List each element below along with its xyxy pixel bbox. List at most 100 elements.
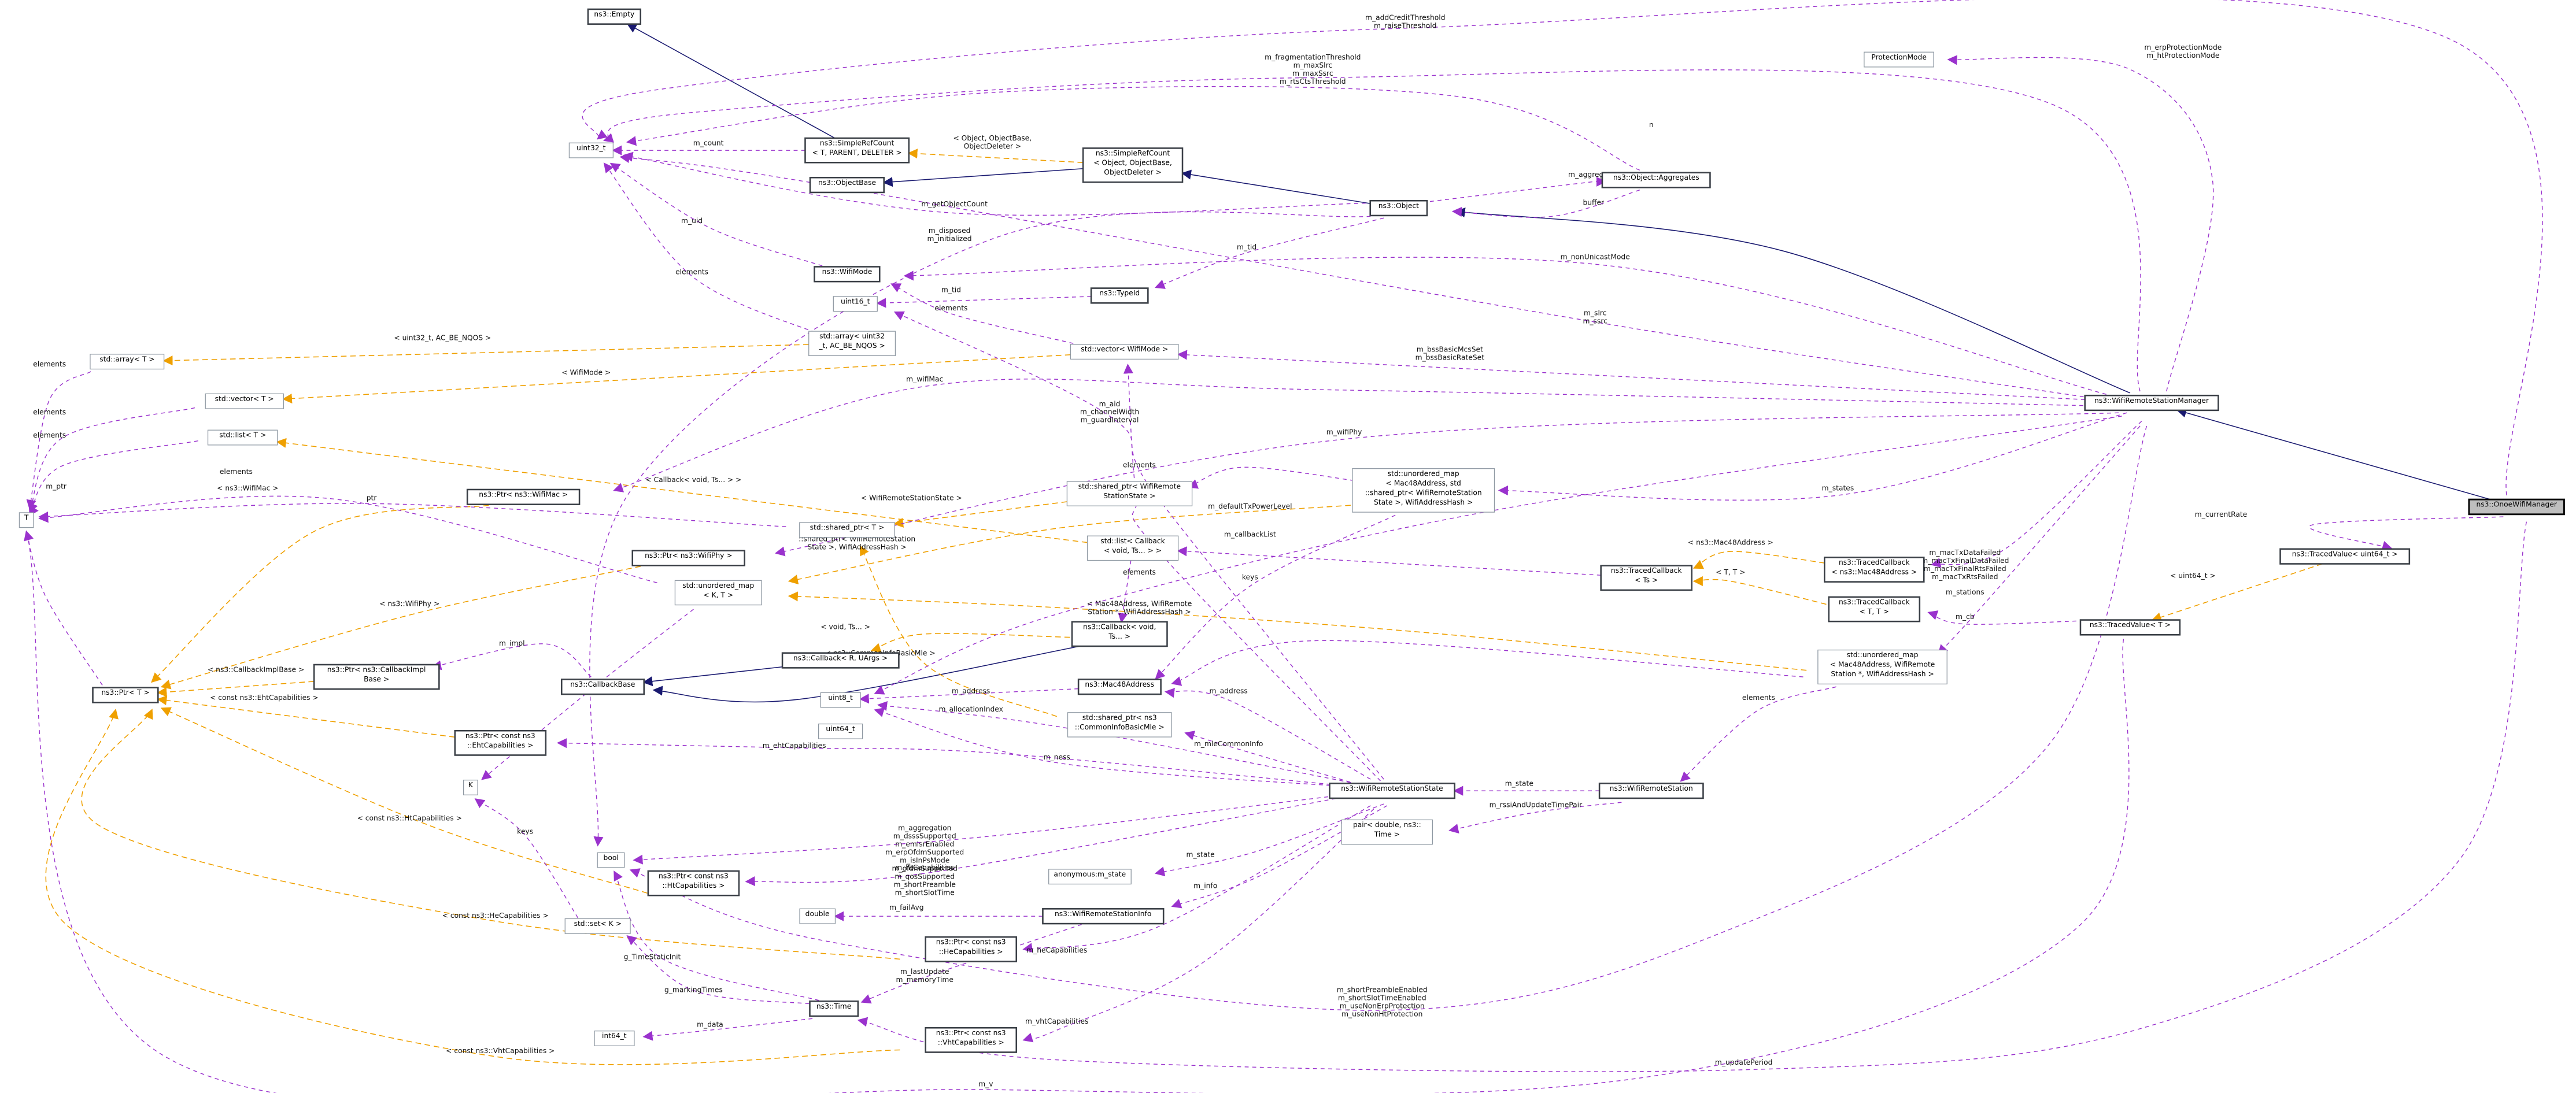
node-pair_dt[interactable]: pair< double, ns3::Time > — [1341, 819, 1433, 845]
node-list_t[interactable]: std::list< T > — [207, 429, 278, 446]
edge-label: < Object, ObjectBase,ObjectDeleter > — [953, 134, 1032, 150]
node-ptr_he[interactable]: ns3::Ptr< const ns3::HeCapabilities > — [925, 936, 1018, 962]
edge-sp_cmn-sp_t — [859, 545, 1057, 717]
node-label: anonymous:m_state — [1054, 870, 1126, 878]
edge-um_wrss-mac48 — [1155, 514, 1396, 680]
node-src2[interactable]: ns3::SimpleRefCount< Object, ObjectBase,… — [1082, 147, 1184, 183]
edge-object-aggregates — [1430, 176, 1610, 202]
edge-label: < ns3::Mac48Address > — [1688, 539, 1773, 547]
node-ptr_wifimac[interactable]: ns3::Ptr< ns3::WifiMac > — [466, 488, 581, 505]
node-wrsm[interactable]: ns3::WifiRemoteStationManager — [2084, 394, 2219, 412]
edge-arr_uint32-uint32 — [603, 162, 823, 336]
node-label: std::shared_ptr< ns3::CommonInfoBasicMle… — [1075, 713, 1165, 731]
node-t[interactable]: T — [19, 512, 34, 528]
node-int64[interactable]: int64_t — [594, 1031, 635, 1047]
node-typeidn[interactable]: ns3::TypeId — [1090, 287, 1149, 304]
node-anon[interactable]: anonymous:m_state — [1048, 869, 1132, 885]
node-label: ns3::WifiRemoteStationState — [1341, 784, 1443, 792]
node-label: ns3::WifiRemoteStationInfo — [1055, 910, 1151, 918]
node-label: ns3::Mac48Address — [1085, 680, 1154, 688]
node-object[interactable]: ns3::Object — [1369, 199, 1428, 217]
node-set_k[interactable]: std::set< K > — [564, 918, 631, 934]
node-label: std::array< T > — [99, 355, 154, 363]
node-onoe[interactable]: ns3::OnoeWifiManager — [2468, 498, 2565, 516]
node-cbbase[interactable]: ns3::CallbackBase — [560, 679, 645, 695]
node-mac48[interactable]: ns3::Mac48Address — [1077, 679, 1162, 695]
node-aggregates[interactable]: ns3::Object::Aggregates — [1601, 172, 1711, 188]
node-ptr_vht[interactable]: ns3::Ptr< const ns3::VhtCapabilities > — [925, 1027, 1018, 1053]
node-uint8[interactable]: uint8_t — [820, 692, 861, 708]
node-sp_cmn[interactable]: std::shared_ptr< ns3::CommonInfoBasicMle… — [1067, 712, 1172, 738]
node-uint32[interactable]: uint32_t — [568, 142, 613, 158]
node-uint16[interactable]: uint16_t — [833, 296, 878, 312]
node-arr_t[interactable]: std::array< T > — [90, 354, 165, 370]
node-tv_u64[interactable]: ns3::TracedValue< uint64_t > — [2279, 548, 2411, 565]
node-tcb_tt[interactable]: ns3::TracedCallback< T, T > — [1828, 596, 1921, 623]
edge-label: buffer — [1583, 198, 1605, 206]
node-um_wrss[interactable]: std::unordered_map< Mac48Address, std::s… — [1352, 468, 1495, 513]
node-protmode[interactable]: ProtectionMode — [1864, 51, 1934, 68]
node-tv_t[interactable]: ns3::TracedValue< T > — [2079, 619, 2181, 636]
edge-label: < void, Ts... > — [821, 623, 870, 631]
node-tcb_ts[interactable]: ns3::TracedCallback< Ts > — [1600, 565, 1693, 591]
edge-label: elements — [33, 360, 66, 368]
edge-cb_void-cbbase — [652, 645, 1084, 703]
node-list_cb[interactable]: std::list< Callback< void, Ts... > > — [1086, 535, 1179, 561]
edge-label: < ns3::WifiPhy > — [379, 599, 439, 607]
edge-label: m_updatePeriod — [1715, 1058, 1773, 1066]
node-ptr_t[interactable]: ns3::Ptr< T > — [92, 687, 159, 703]
edge-tv_t-tcb_tt — [1927, 610, 2084, 625]
edge-label: m_nonUnicastMode — [1561, 253, 1630, 261]
node-cb_void[interactable]: ns3::Callback< void,Ts... > — [1071, 621, 1168, 647]
node-ptr_eht[interactable]: ns3::Ptr< const ns3::EhtCapabilities > — [454, 729, 547, 756]
node-cb_r[interactable]: ns3::Callback< R, UArgs > — [781, 652, 900, 669]
edge-label: m_ehtCapabilities — [763, 742, 826, 750]
node-label: T — [24, 514, 29, 522]
edge-wrs-pair_dt — [1448, 802, 1622, 834]
edge-wrss-ptr_eht — [556, 738, 1346, 787]
node-uint64[interactable]: uint64_t — [818, 723, 863, 739]
node-label: std::list< Callback< void, Ts... > > — [1100, 537, 1165, 555]
node-um_kt[interactable]: std::unordered_map< K, T > — [674, 580, 762, 606]
node-booln[interactable]: bool — [597, 852, 625, 868]
node-ptr_wifiphy[interactable]: ns3::Ptr< ns3::WifiPhy > — [631, 550, 745, 566]
node-um_wrs[interactable]: std::unordered_map< Mac48Address, WifiRe… — [1817, 649, 1947, 685]
edge-label: elements — [934, 304, 967, 312]
node-ptr_ht[interactable]: ns3::Ptr< const ns3::HtCapabilities > — [647, 870, 740, 896]
edge-label: m_htCapabilities — [895, 864, 954, 872]
node-vec_t[interactable]: std::vector< T > — [205, 393, 284, 409]
node-label: ns3::Callback< R, UArgs > — [793, 654, 888, 662]
node-k[interactable]: K — [463, 779, 478, 795]
node-sp_t[interactable]: std::shared_ptr< T > — [799, 522, 895, 538]
node-wifimode[interactable]: ns3::WifiMode — [814, 266, 881, 283]
edge-wrsm-vec_wifimode — [1177, 350, 2085, 401]
node-wrss[interactable]: ns3::WifiRemoteStationState — [1329, 783, 1455, 799]
node-label: ns3::Ptr< const ns3::HeCapabilities > — [936, 938, 1006, 956]
node-arr_uint32[interactable]: std::array< uint32_t, AC_BE_NQOS > — [808, 331, 896, 357]
node-tcb_mac[interactable]: ns3::TracedCallback< ns3::Mac48Address > — [1824, 557, 1925, 583]
node-timen[interactable]: ns3::Time — [809, 1000, 859, 1017]
edge-object-booln — [589, 211, 1371, 847]
node-label: ns3::ObjectBase — [818, 179, 876, 187]
node-empty[interactable]: ns3::Empty — [587, 8, 642, 25]
node-src1[interactable]: ns3::SimpleRefCount< T, PARENT, DELETER … — [804, 137, 910, 164]
node-vec_wifimode[interactable]: std::vector< WifiMode > — [1070, 344, 1179, 360]
edge-label: m_tid — [1237, 243, 1256, 251]
edge-wrsi-timen — [860, 924, 1082, 1004]
node-wrs[interactable]: ns3::WifiRemoteStation — [1598, 783, 1704, 799]
node-label: ns3::Ptr< const ns3::VhtCapabilities > — [936, 1029, 1006, 1047]
node-label: std::shared_ptr< T > — [810, 524, 885, 532]
node-wrsi[interactable]: ns3::WifiRemoteStationInfo — [1042, 908, 1165, 925]
edge-label: m_state — [1505, 780, 1533, 788]
node-label: ns3::TracedCallback< T, T > — [1839, 598, 1910, 616]
node-dbl[interactable]: double — [799, 908, 836, 924]
node-objbase[interactable]: ns3::ObjectBase — [809, 176, 885, 194]
edge-wifimode-uint32 — [609, 162, 823, 266]
